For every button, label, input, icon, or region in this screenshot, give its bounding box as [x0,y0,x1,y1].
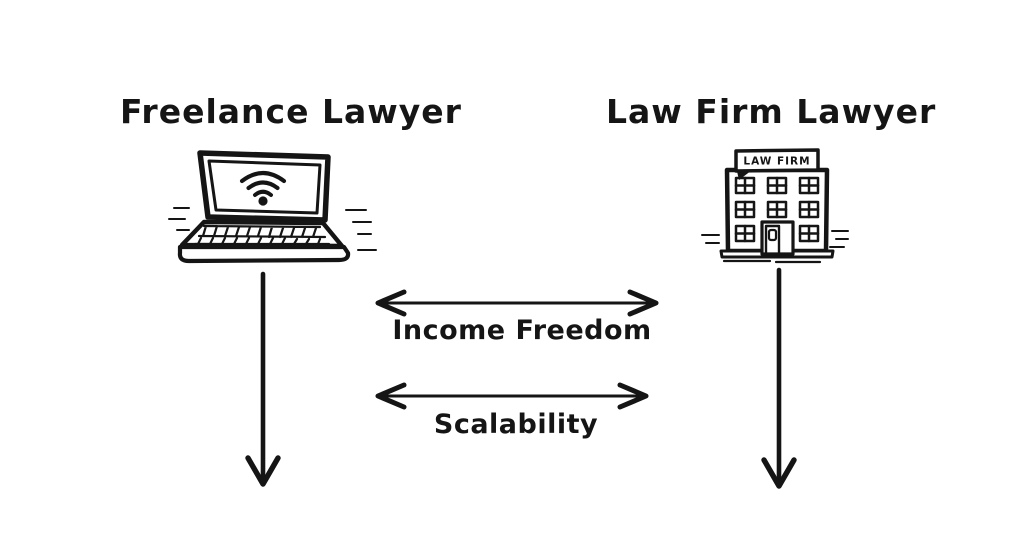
income-freedom-label: Income Freedom [392,315,652,346]
scalability-label: Scalability [433,409,599,440]
scalability-double-arrow [375,382,649,410]
lawfirm-down-arrow [761,267,797,489]
laptop-wifi-icon [168,150,377,264]
law-firm-sign-label: LAW FIRM [743,156,810,168]
law-firm-lawyer-title: Law Firm Lawyer [606,92,937,131]
freelance-down-arrow [245,271,281,487]
law-firm-building-icon: LAW FIRM [701,148,849,264]
income-freedom-double-arrow [375,289,659,317]
freelance-lawyer-title: Freelance Lawyer [120,92,462,131]
